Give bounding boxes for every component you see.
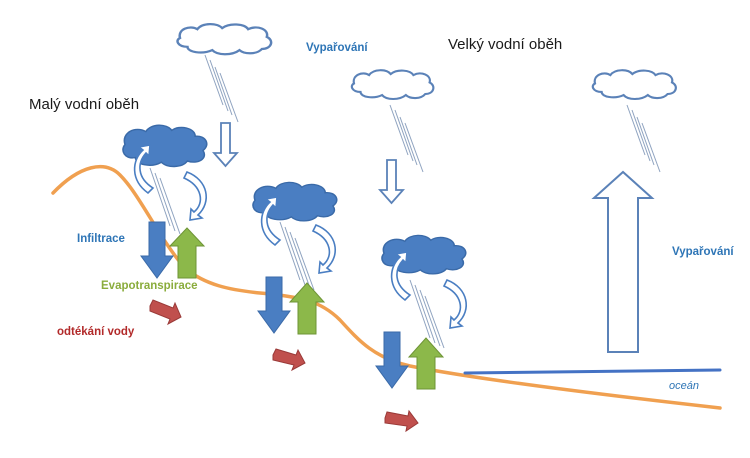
runoff-label: odtékání vody	[57, 326, 135, 338]
evapotranspiration-arrow-2	[288, 282, 326, 335]
ocean-surface-line	[463, 368, 722, 375]
cloud-outline-2	[350, 69, 435, 101]
ocean-label: oceán	[669, 380, 699, 392]
rain-streaks	[149, 54, 661, 349]
curved-arrows	[133, 144, 468, 329]
evaporation-label-top: Vypařování	[306, 42, 368, 54]
infiltration-arrow-3	[375, 331, 409, 389]
terrain-line	[51, 165, 722, 410]
small-cycle-title: Malý vodní oběh	[29, 96, 140, 113]
cloud-outline-3	[591, 69, 677, 101]
evapotranspiration-arrow-3	[407, 337, 445, 390]
infiltration-arrow-2	[257, 276, 291, 334]
cloud-outline-1	[176, 22, 273, 56]
hollow-down-arrow-1	[212, 122, 239, 168]
evapotranspiration-label: Evapotranspirace	[101, 280, 198, 292]
hollow-down-arrow-2	[378, 159, 405, 205]
runoff-arrow-2	[272, 348, 306, 372]
runoff-arrow-3	[384, 409, 419, 433]
infiltration-label: Infiltrace	[77, 233, 125, 245]
infiltration-arrow-1	[140, 221, 174, 279]
evaporation-arrow-large	[591, 170, 655, 353]
runoff-arrow-1	[149, 299, 182, 326]
evaporation-label-right: Vypařování	[672, 246, 734, 258]
evapotranspiration-arrow-1	[168, 227, 206, 279]
large-cycle-title: Velký vodní oběh	[448, 36, 563, 53]
